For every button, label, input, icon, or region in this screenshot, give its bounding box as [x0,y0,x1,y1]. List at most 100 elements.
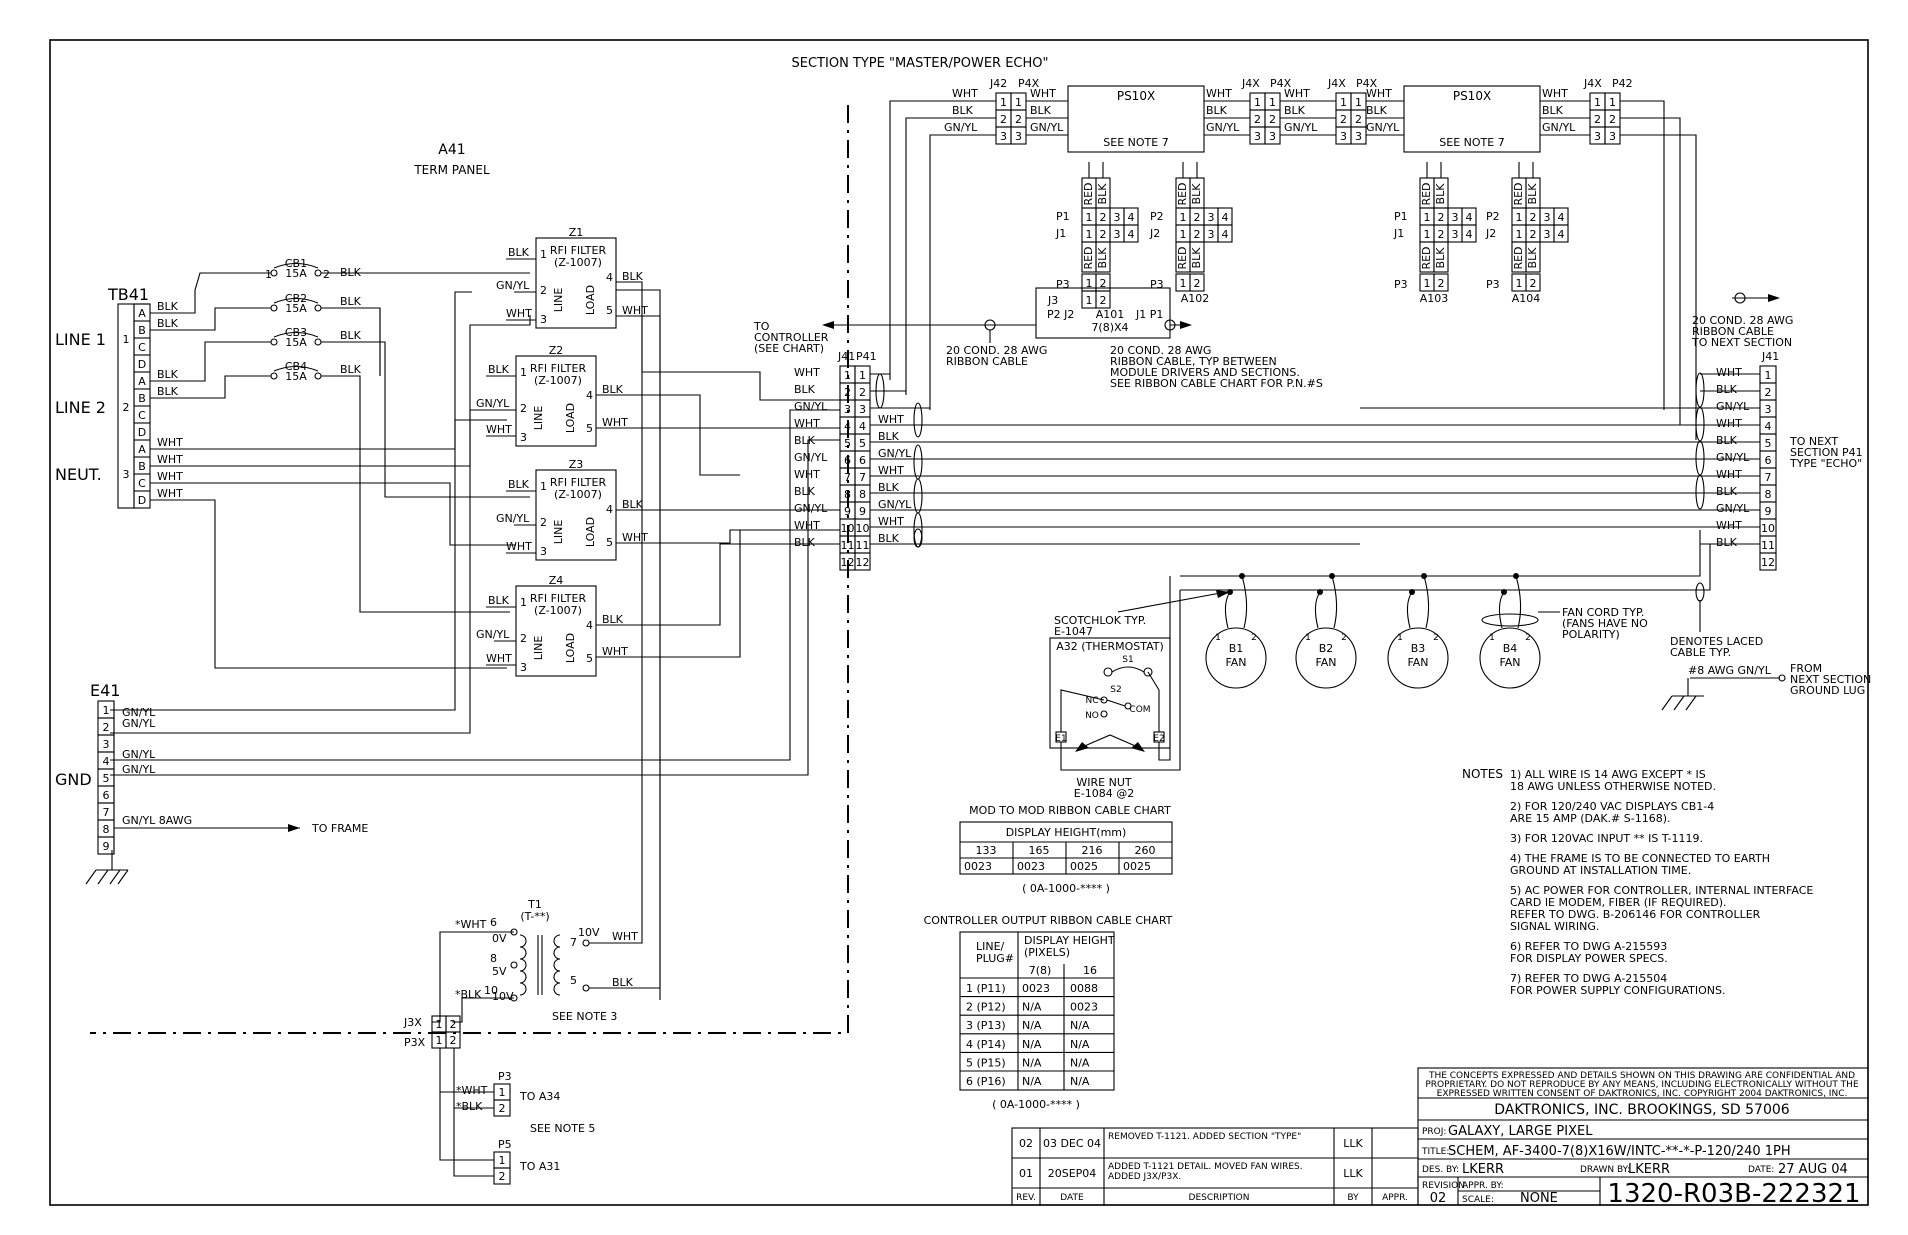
wire-z4-blk [596,543,840,626]
gnd-label: GND [55,770,92,789]
bus-label-right-end: GN/YL [1716,502,1750,515]
pin-num: 3 [1765,403,1772,416]
pin-num: 4 [1128,211,1135,224]
filter-id: Z4 [549,574,564,587]
e41-label: E41 [90,681,120,700]
dwg-number: 1320-R03B-222321 [1607,1179,1860,1209]
wire-cb4-in [150,375,271,399]
note-6-line: 6) REFER TO DWG A-215593 [1510,940,1667,953]
bus-label-left: GN/YL [794,502,828,515]
pin-box [1525,273,1541,292]
thermostat-terminal [1103,667,1113,677]
bus-label-left: GN/YL [794,400,828,413]
filter-line-side: LINE [552,288,565,313]
pin-num: 1 [499,1154,506,1167]
wire-blk [1189,241,1205,273]
wire-xfmr-primary [432,931,514,1023]
pin-num: 4 [1222,228,1229,241]
des-value: LKERR [1462,1162,1504,1177]
pin-num: 1 [1340,96,1347,109]
pin: 1 [520,596,527,609]
des-label: DES. BY: [1422,1165,1459,1175]
ctrl-chart-cell: N/A [1022,1038,1042,1051]
label-j41-right: J41 [1761,350,1779,363]
wire-neut-z2 [150,419,507,450]
confidential-text-line: THE CONCEPTS EXPRESSED AND DETAILS SHOWN… [1428,1071,1855,1081]
pin-num: 2 [1269,113,1276,126]
fan-cord-callout-line: POLARITY) [1562,628,1620,641]
wire-label: BLK [1030,104,1052,117]
note-7-line: 7) REFER TO DWG A-215504 [1510,972,1667,985]
wire-label-wht: WHT [486,652,512,665]
fan-feed-wire-2 [1180,544,1711,591]
pin-box [445,1031,461,1049]
wire-label-gnyl: GN/YL [476,628,510,641]
pin-num: 2 [1015,113,1022,126]
t1-part: (T-**) [520,910,549,923]
fan-lead [1515,575,1522,629]
label-j4x: J4X [1327,77,1346,90]
e41-label-gnyl: GN/YL [122,763,156,776]
thermostat-com: COM [1129,705,1150,715]
wire-ps-gnyl [929,134,996,410]
rev-header: APPR. [1382,1193,1408,1203]
pin-num: 9 [1765,505,1772,518]
rev-num: 01 [1019,1167,1033,1180]
junction-dot [1421,573,1427,579]
confidential-text-line: EXPRESSED WRITTEN CONSENT OF DAKTRONICS,… [1437,1089,1848,1099]
breaker-terminal [270,304,278,312]
filter-id: Z3 [569,458,584,471]
ps-note: SEE NOTE 7 [1439,136,1504,149]
fan-lead [1314,591,1321,629]
rev-header: BY [1347,1193,1359,1203]
pin-num: 9 [844,505,851,518]
from-next-callout-line: GROUND LUG [1790,684,1865,697]
label-j3x: J3X [403,1016,422,1029]
bus-label-left: GN/YL [794,451,828,464]
wire-label-blk: BLK [1434,183,1447,205]
confidential-text: THE CONCEPTS EXPRESSED AND DETAILS SHOWN… [1425,1071,1859,1099]
thermostat-e1: E1 [1055,734,1066,744]
wire-label-blk: BLK [508,246,530,259]
label-p: P1 [1394,210,1408,223]
wire-label-wht: WHT [506,540,532,553]
to-a31-label: TO A31 [519,1160,560,1173]
laced-cable-icon [875,373,885,409]
wire-label-blk: BLK [488,363,510,376]
bus-label-left: BLK [794,485,816,498]
pin-num: 2 [1355,113,1362,126]
rev-desc-line: ADDED T-1121 DETAIL. MOVED FAN WIRES. [1108,1162,1303,1172]
pin-num: 2 [1100,294,1107,307]
filter-line-side: LINE [532,406,545,431]
wire-p5 [439,1092,494,1161]
ctrl-chart-cell: N/A [1022,1001,1042,1014]
wire-label: BLK [952,104,974,117]
laced-cable-icon [1695,406,1705,442]
pin-num: 9 [859,505,866,518]
pin: 1 [1489,633,1495,643]
to-next-callout-line: TO NEXT [1789,435,1838,448]
label-p3: P3 [1486,278,1500,291]
wire-label-blk: BLK [340,363,362,376]
tap-10: 10 [484,984,498,997]
pin-num: 10 [856,522,870,535]
wire-label-red: RED [1420,246,1433,269]
pin-num: 2 [1530,228,1537,241]
t1-label: T1 [527,898,542,911]
breaker-arc [273,262,319,269]
pin: 1 [540,248,547,261]
pin-num: 1 [1424,228,1431,241]
ctrl-chart-cell: N/A [1022,1019,1042,1032]
wire-nut-callout-line: WIRE NUT [1076,776,1131,789]
ctrl-chart-cell: 3 (P13) [966,1019,1006,1032]
tb-row-label: D [138,494,146,507]
filter-load-side: LOAD [584,285,597,315]
pin-box [1189,273,1205,292]
